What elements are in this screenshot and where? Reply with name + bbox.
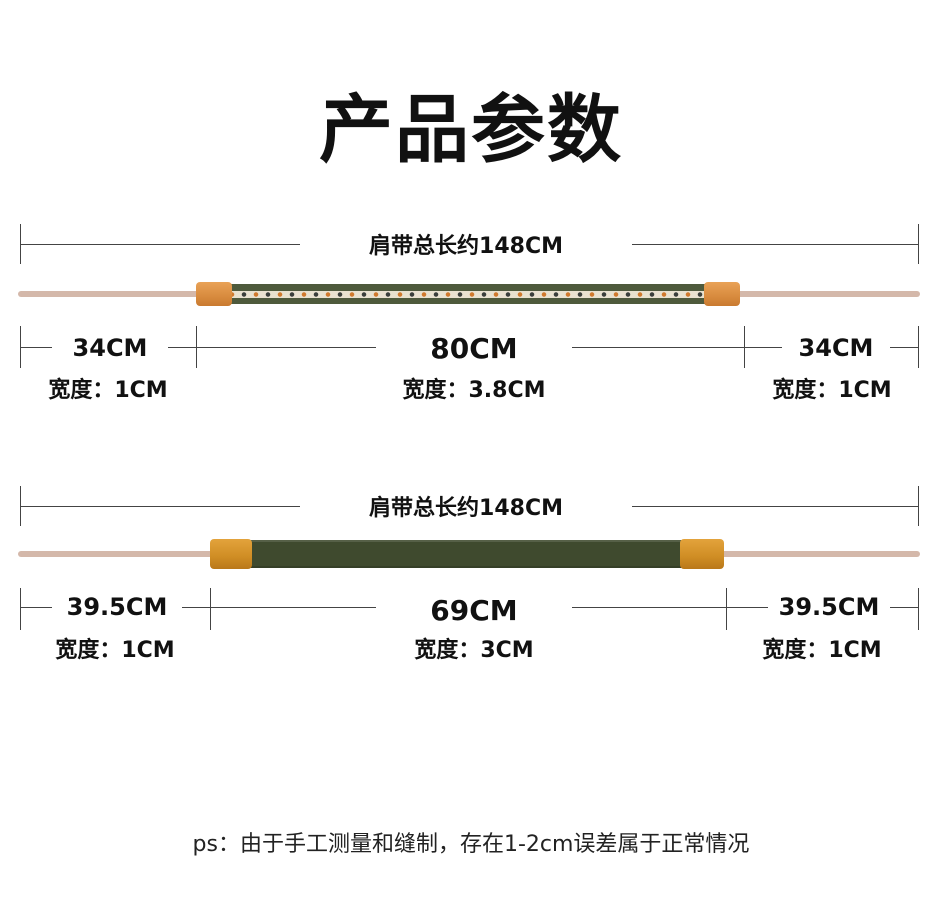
seg-left-line-a — [20, 607, 52, 608]
seg-tick-4 — [918, 588, 919, 630]
left-cord — [18, 291, 208, 297]
strap-1-left-length: 34CM — [72, 334, 148, 362]
strap-2-middle-length: 69CM — [430, 594, 518, 627]
seg-right-line-b — [890, 347, 918, 348]
patterned-band — [226, 284, 712, 304]
strap-2-middle-width: 宽度：3CM — [414, 638, 534, 663]
total-right-tick — [918, 486, 919, 526]
band-pattern-stripe — [226, 291, 712, 298]
strap-2-left-length: 39.5CM — [66, 593, 168, 621]
strap-1-total-length: 肩带总长约148CM — [369, 234, 563, 259]
strap-1-middle-length: 80CM — [430, 332, 518, 365]
total-left-line — [20, 244, 300, 245]
seg-mid-line-a — [196, 347, 376, 348]
total-right-tick — [918, 224, 919, 264]
strap-1-right-length: 34CM — [798, 334, 874, 362]
seg-left-line-a — [20, 347, 52, 348]
right-cord — [710, 551, 920, 557]
total-left-line — [20, 506, 300, 507]
seg-mid-line-b — [572, 347, 744, 348]
page-title: 产品参数 — [319, 87, 623, 173]
strap-1-left-width: 宽度：1CM — [48, 378, 168, 403]
total-right-line — [632, 244, 919, 245]
seg-left-line-b — [182, 607, 210, 608]
left-leather-tab — [196, 282, 232, 306]
right-leather-tab — [704, 282, 740, 306]
seg-tick-3 — [726, 588, 727, 630]
right-cord — [735, 291, 920, 297]
strap-2-total-length: 肩带总长约148CM — [369, 496, 563, 521]
seg-tick-2 — [210, 588, 211, 630]
strap-2-right-width: 宽度：1CM — [762, 638, 882, 663]
seg-tick-1 — [20, 588, 21, 630]
seg-mid-line-b — [572, 607, 726, 608]
strap-1-middle-width: 宽度：3.8CM — [402, 378, 546, 403]
seg-tick-4 — [918, 326, 919, 368]
seg-right-line-a — [726, 607, 768, 608]
strap-1-right-width: 宽度：1CM — [772, 378, 892, 403]
plain-band — [244, 540, 692, 568]
strap-2-diagram: 肩带总长约148CM 39.5CM 69CM 39.5CM 宽度：1CM 宽度：… — [0, 482, 942, 682]
strap-2-right-length: 39.5CM — [778, 593, 880, 621]
seg-mid-line-a — [210, 607, 376, 608]
seg-left-line-b — [168, 347, 196, 348]
strap-1-diagram: 肩带总长约148CM 34CM 80CM 34CM 宽度：1CM 宽度：3.8C… — [0, 220, 942, 420]
seg-right-line-a — [744, 347, 782, 348]
seg-right-line-b — [890, 607, 918, 608]
total-right-line — [632, 506, 919, 507]
strap-2-left-width: 宽度：1CM — [55, 638, 175, 663]
measurement-note: ps：由于手工测量和缝制，存在1-2cm误差属于正常情况 — [192, 832, 750, 857]
right-leather-tab — [680, 539, 724, 569]
left-cord — [18, 551, 218, 557]
left-leather-tab — [210, 539, 252, 569]
